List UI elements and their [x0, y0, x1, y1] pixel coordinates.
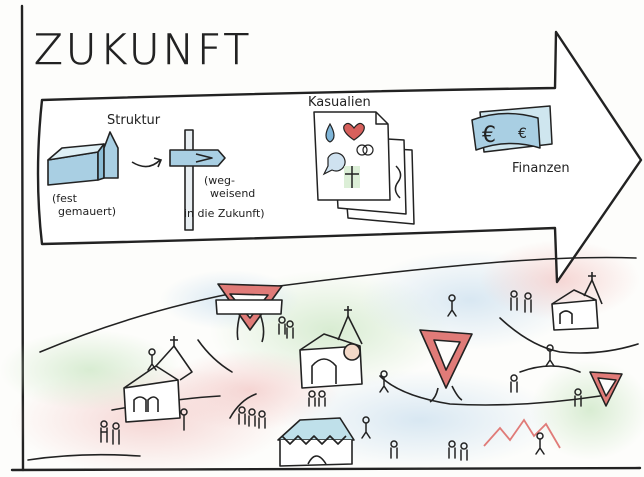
fest-line-1: (fest: [52, 192, 78, 205]
page-title: ZUKUNFT: [34, 25, 252, 74]
kasualien-label: Kasualien: [308, 95, 371, 110]
fest-line-2: gemauert): [58, 205, 116, 218]
banknote-icon: € €: [472, 106, 552, 152]
struktur-label: Struktur: [107, 113, 161, 128]
weg-line-3: in die Zukunft): [184, 207, 265, 220]
svg-text:€: €: [518, 126, 527, 142]
svg-text:€: €: [482, 123, 496, 148]
small-cross-icon: [344, 166, 360, 188]
weg-line-1: (weg-: [204, 174, 235, 187]
finanzen-label: Finanzen: [512, 161, 570, 176]
weg-line-2: weisend: [210, 187, 255, 200]
